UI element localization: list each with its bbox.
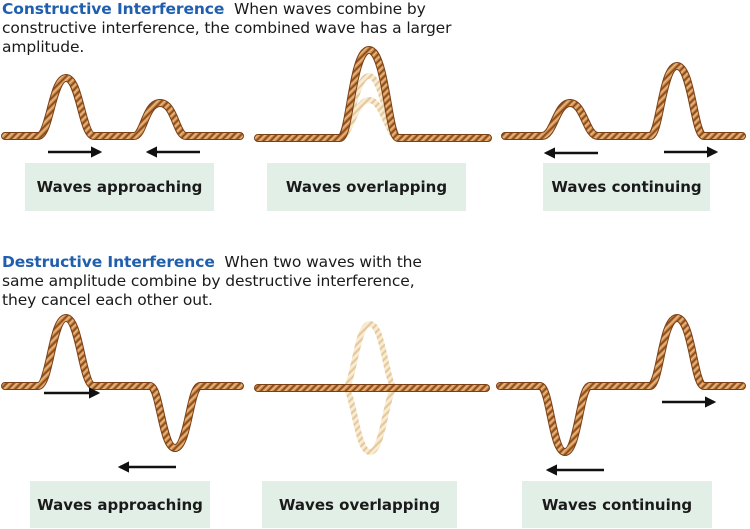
destructive-approaching-rope <box>1 314 244 452</box>
destructive-description: When two waves with the same amplitude c… <box>2 253 422 309</box>
label-destructive-overlapping: Waves overlapping <box>262 481 457 528</box>
constructive-continuing-rope <box>501 62 746 140</box>
destructive-overlap-ghost-waves <box>255 320 489 456</box>
destructive-intro: Destructive Interference When two waves … <box>2 253 442 310</box>
constructive-overlap-ghost-waves <box>255 72 491 141</box>
label-destructive-approaching: Waves approaching <box>30 481 210 528</box>
label-constructive-continuing: Waves continuing <box>543 163 710 211</box>
constructive-title: Constructive Interference <box>2 0 225 18</box>
constructive-approaching-rope <box>1 74 244 140</box>
constructive-intro: Constructive Interference When waves com… <box>2 0 472 57</box>
label-constructive-overlapping: Waves overlapping <box>267 163 466 211</box>
destructive-continuing-rope <box>496 314 746 456</box>
label-constructive-approaching: Waves approaching <box>25 163 214 211</box>
constructive-description: When waves combine by constructive inter… <box>2 0 452 56</box>
constructive-overlapping-rope <box>254 46 492 142</box>
label-destructive-continuing: Waves continuing <box>522 481 712 528</box>
destructive-title: Destructive Interference <box>2 253 215 271</box>
